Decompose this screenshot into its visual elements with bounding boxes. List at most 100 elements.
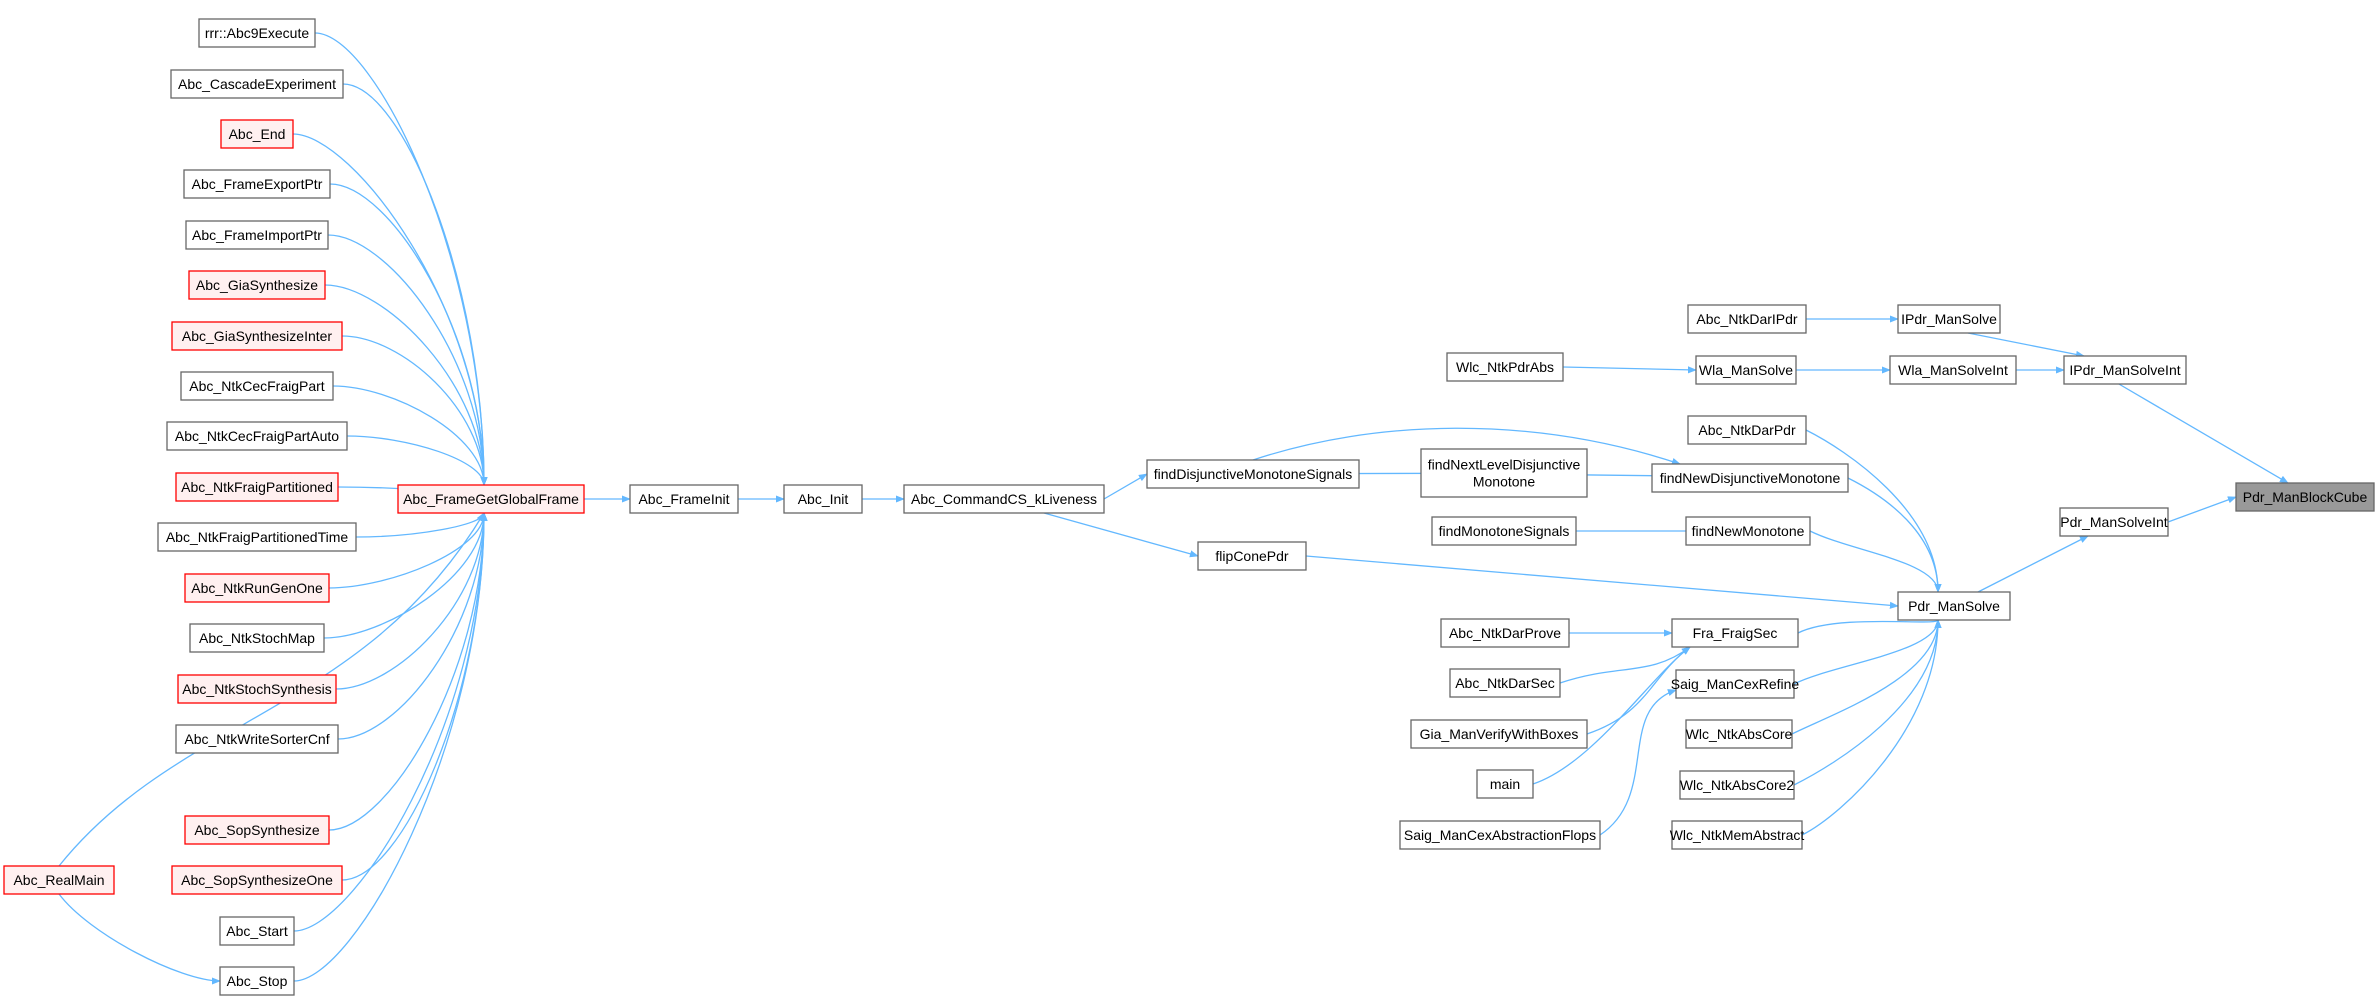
node-fdms[interactable]: findDisjunctiveMonotoneSignals: [1146, 459, 1360, 489]
node-wscnf[interactable]: Abc_NtkWriteSorterCnf: [175, 724, 339, 754]
node-stochmap[interactable]: Abc_NtkStochMap: [189, 623, 325, 653]
node-main[interactable]: main: [1476, 769, 1534, 799]
node-giasi[interactable]: Abc_GiaSynthesizeInter: [171, 321, 343, 351]
node-label: Wla_ManSolveInt: [1898, 362, 2008, 378]
nodes: rrr::Abc9ExecuteAbc_CascadeExperimentAbc…: [3, 18, 2375, 996]
node-ipdrs[interactable]: IPdr_ManSolve: [1897, 304, 2001, 334]
node-box: [175, 724, 339, 754]
node-root[interactable]: Pdr_ManBlockCube: [2235, 482, 2375, 512]
node-label: Abc_NtkDarPdr: [1698, 422, 1796, 438]
edge-cecfp-to-fggf: [332, 385, 488, 486]
edge-rungen-to-fggf: [328, 512, 488, 589]
node-wabs2[interactable]: Wlc_NtkAbsCore2: [1679, 770, 1795, 800]
node-label: Abc_Start: [226, 923, 288, 939]
node-label: Abc_NtkDarProve: [1449, 625, 1561, 641]
node-cascade[interactable]: Abc_CascadeExperiment: [170, 69, 344, 99]
node-giavwb[interactable]: Gia_ManVerifyWithBoxes: [1410, 719, 1588, 749]
node-wabs[interactable]: Wlc_NtkAbsCore: [1685, 719, 1793, 749]
edge-flip-to-pdrs: [1305, 555, 1899, 609]
node-wlcpdr[interactable]: Wlc_NtkPdrAbs: [1446, 352, 1564, 382]
node-label: Abc_Stop: [227, 973, 288, 989]
node-stop[interactable]: Abc_Stop: [219, 966, 295, 996]
node-label: Abc_FrameExportPtr: [192, 176, 323, 192]
node-label: Abc_NtkStochMap: [199, 630, 315, 646]
node-sops[interactable]: Abc_SopSynthesize: [184, 815, 330, 845]
node-box: [1449, 668, 1561, 698]
node-label: Abc_NtkDarSec: [1455, 675, 1555, 691]
node-stochsyn[interactable]: Abc_NtkStochSynthesis: [177, 674, 337, 704]
node-realmain[interactable]: Abc_RealMain: [3, 865, 115, 895]
node-pdrsi[interactable]: Pdr_ManSolveInt: [2059, 507, 2169, 537]
node-fggf[interactable]: Abc_FrameGetGlobalFrame: [397, 484, 585, 514]
node-fpartt[interactable]: Abc_NtkFraigPartitionedTime: [157, 522, 357, 552]
edge-wabs2-to-pdrs: [1793, 619, 1942, 786]
node-box: [170, 69, 344, 99]
node-label: Saig_ManCexRefine: [1671, 676, 1800, 692]
node-saigcaf[interactable]: Saig_ManCexAbstractionFlops: [1399, 820, 1601, 850]
node-ipdrsi[interactable]: IPdr_ManSolveInt: [2063, 355, 2187, 385]
node-saigcr[interactable]: Saig_ManCexRefine: [1671, 669, 1800, 699]
node-label: Abc_FrameGetGlobalFrame: [403, 491, 579, 507]
node-box: [177, 674, 337, 704]
node-start[interactable]: Abc_Start: [219, 916, 295, 946]
edge-saigcr-to-pdrs: [1793, 619, 1942, 685]
node-rrr[interactable]: rrr::Abc9Execute: [198, 18, 316, 48]
node-label: findMonotoneSignals: [1439, 523, 1570, 539]
node-label: findDisjunctiveMonotoneSignals: [1154, 466, 1352, 482]
node-fndm[interactable]: findNewDisjunctiveMonotone: [1651, 463, 1849, 493]
node-box: [198, 18, 316, 48]
node-label: IPdr_ManSolve: [1901, 311, 1997, 327]
node-dprove[interactable]: Abc_NtkDarProve: [1440, 618, 1570, 648]
node-label: findNextLevelDisjunctive: [1428, 457, 1581, 473]
edge-cmdcs-to-fdms: [1103, 473, 1148, 500]
node-fpart[interactable]: Abc_NtkFraigPartitioned: [175, 472, 339, 502]
node-box: [1897, 304, 2001, 334]
node-flip[interactable]: flipConePdr: [1197, 541, 1307, 571]
edge-cascade-to-fggf: [342, 83, 488, 486]
node-wlamsi[interactable]: Wla_ManSolveInt: [1889, 355, 2017, 385]
node-label: Pdr_ManBlockCube: [2243, 489, 2368, 505]
node-label: Wlc_NtkMemAbstract: [1670, 827, 1805, 843]
node-cmdcs[interactable]: Abc_CommandCS_kLiveness: [903, 484, 1105, 514]
node-box: [180, 371, 334, 401]
node-dsec[interactable]: Abc_NtkDarSec: [1449, 668, 1561, 698]
node-fimp[interactable]: Abc_FrameImportPtr: [185, 220, 329, 250]
edge-giasi-to-fggf: [341, 335, 488, 486]
node-box: [1889, 355, 2017, 385]
node-label: Abc_NtkWriteSorterCnf: [184, 731, 329, 747]
edge-darpdr-to-pdrs: [1805, 429, 1942, 593]
node-box: [2059, 507, 2169, 537]
node-box: [783, 484, 863, 514]
node-label: Pdr_ManSolve: [1908, 598, 2000, 614]
edge-stochsyn-to-fggf: [335, 512, 488, 690]
node-wlams[interactable]: Wla_ManSolve: [1695, 355, 1797, 385]
node-label: Abc_NtkFraigPartitioned: [181, 479, 333, 495]
node-rungen[interactable]: Abc_NtkRunGenOne: [184, 573, 330, 603]
node-box: [219, 966, 295, 996]
node-init[interactable]: Abc_Init: [783, 484, 863, 514]
node-label: Abc_RealMain: [13, 872, 104, 888]
node-dipdr[interactable]: Abc_NtkDarIPdr: [1687, 304, 1807, 334]
node-label: Pdr_ManSolveInt: [2060, 514, 2168, 530]
node-wmem[interactable]: Wlc_NtkMemAbstract: [1670, 820, 1805, 850]
node-pdrs[interactable]: Pdr_ManSolve: [1897, 591, 2011, 621]
node-sopso[interactable]: Abc_SopSynthesizeOne: [171, 865, 343, 895]
edge-fraig-to-pdrs: [1797, 619, 1942, 634]
node-gias[interactable]: Abc_GiaSynthesize: [188, 270, 326, 300]
node-fexp[interactable]: Abc_FrameExportPtr: [183, 169, 331, 199]
node-cecfp[interactable]: Abc_NtkCecFraigPart: [180, 371, 334, 401]
node-box: [1671, 820, 1803, 850]
node-darpdr[interactable]: Abc_NtkDarPdr: [1687, 415, 1807, 445]
node-fraig[interactable]: Fra_FraigSec: [1671, 618, 1799, 648]
node-end[interactable]: Abc_End: [220, 119, 294, 149]
node-cecfpa[interactable]: Abc_NtkCecFraigPartAuto: [166, 421, 348, 451]
node-fms[interactable]: findMonotoneSignals: [1431, 516, 1577, 546]
node-box: [171, 865, 343, 895]
edge-sops-to-fggf: [328, 512, 488, 831]
node-box: [2063, 355, 2187, 385]
node-finit[interactable]: Abc_FrameInit: [629, 484, 739, 514]
node-box: [220, 119, 294, 149]
node-fnm[interactable]: findNewMonotone: [1685, 516, 1811, 546]
edge-gias-to-fggf: [324, 284, 488, 486]
